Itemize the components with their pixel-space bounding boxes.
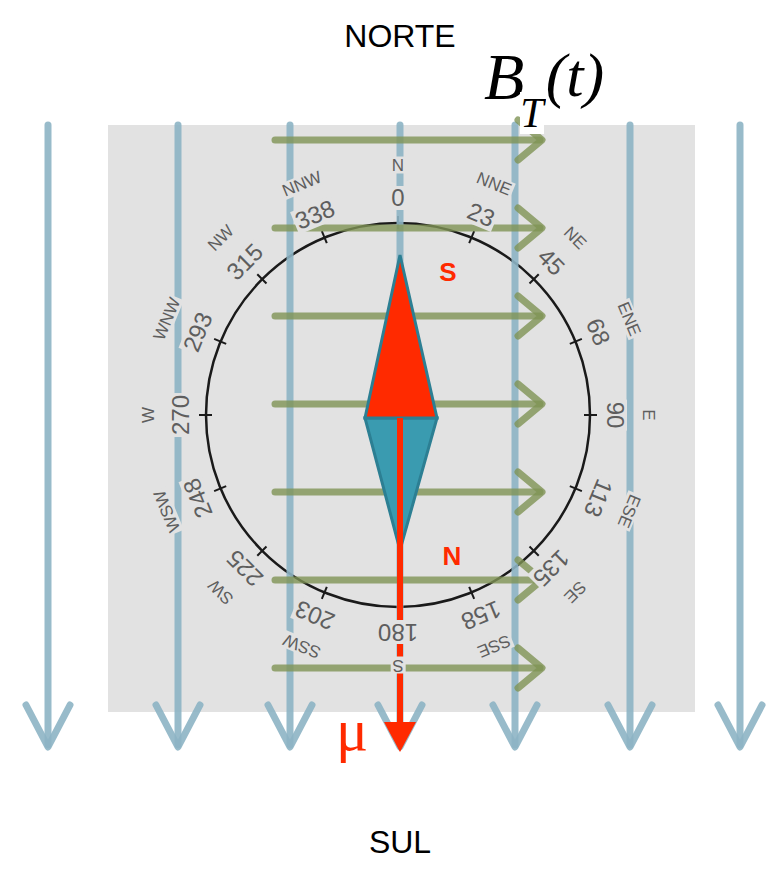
needle-pole-label: N (443, 543, 462, 569)
magnetic-moment-arrow (397, 418, 403, 728)
compass-tick (584, 414, 597, 416)
field-line (397, 125, 404, 745)
compass-point: W (140, 405, 157, 425)
compass-tick (214, 486, 226, 491)
field-line (627, 125, 634, 745)
compass-tick (469, 231, 474, 243)
compass-degree: 270 (169, 393, 193, 437)
field-arrowhead (718, 705, 762, 747)
direction-label: NORTE (344, 20, 455, 52)
field-arrowhead (518, 648, 542, 688)
compass-tick (570, 486, 582, 491)
field-arrowhead (518, 472, 542, 512)
applied-field-arrows (275, 120, 542, 688)
compass-point: S (390, 657, 405, 674)
magnetic-moment-arrowhead (384, 722, 416, 752)
compass-tick (214, 339, 226, 344)
compass-tick (322, 587, 327, 599)
compass-tick (322, 231, 327, 243)
field-arrowhead (156, 705, 200, 747)
field-arrowhead (518, 384, 542, 424)
field-arrowhead (493, 705, 537, 747)
compass-tick (257, 274, 266, 283)
moment-symbol: μ (336, 700, 368, 760)
compass-tick (469, 587, 474, 599)
compass-tick (257, 547, 266, 556)
compass-degree: 0 (389, 186, 406, 210)
field-arrowhead (518, 296, 542, 336)
field-line (275, 665, 540, 672)
compass-degree: 180 (376, 620, 420, 644)
field-symbol: B (484, 44, 524, 110)
earth-field-arrows (26, 125, 762, 747)
field-line (737, 125, 744, 745)
field-arrowhead (518, 208, 542, 248)
field-arrowhead (26, 705, 70, 747)
direction-label: SUL (369, 826, 431, 858)
field-subscript: T (520, 92, 543, 134)
compass-point: N (390, 157, 406, 174)
compass-degree: 90 (603, 400, 627, 431)
field-line (275, 137, 540, 144)
field-line (45, 125, 52, 745)
compass-tick (570, 339, 582, 344)
needle-pole-label: S (439, 259, 456, 285)
field-arrowhead (608, 705, 652, 747)
field-argument: (t) (546, 44, 605, 106)
field-arrowhead (268, 705, 312, 747)
compass-tick (530, 547, 539, 556)
compass-tick (530, 274, 539, 283)
compass-point: E (640, 407, 657, 422)
compass-tick (199, 414, 212, 416)
field-line (275, 577, 540, 584)
needle-north-half (365, 255, 437, 418)
